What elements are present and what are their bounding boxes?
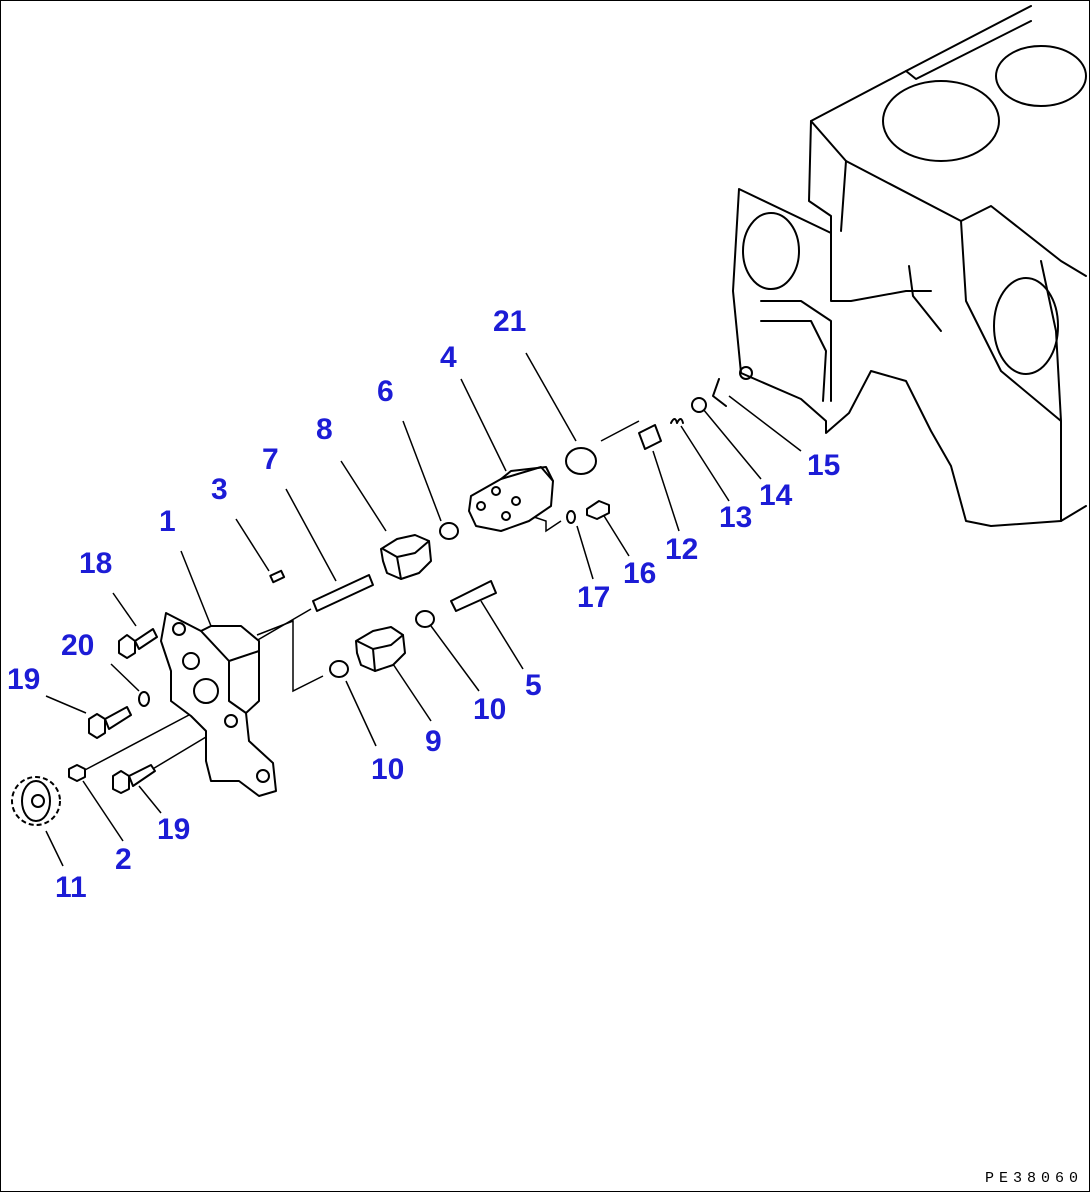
plug-part-16 bbox=[586, 500, 610, 520]
o-ring-part-21 bbox=[565, 447, 597, 475]
leader-lines bbox=[45, 352, 802, 867]
washer-part-14 bbox=[691, 397, 707, 413]
callout-13: 13 bbox=[719, 501, 753, 534]
callout-8: 8 bbox=[316, 413, 333, 446]
cover-part-4 bbox=[468, 466, 554, 532]
pump-body-part-1 bbox=[160, 612, 277, 797]
callout-17: 17 bbox=[577, 581, 611, 614]
callout-19-lower: 19 bbox=[157, 813, 191, 846]
bolt-part-19-lower bbox=[112, 764, 156, 794]
sprocket-part-11 bbox=[11, 776, 61, 826]
callout-2: 2 bbox=[115, 843, 132, 876]
callout-4: 4 bbox=[440, 341, 457, 374]
callout-20: 20 bbox=[61, 629, 95, 662]
callout-3: 3 bbox=[211, 473, 228, 506]
bushing-part-10-left bbox=[329, 660, 349, 678]
bushing-part-6 bbox=[439, 522, 459, 540]
callout-9: 9 bbox=[425, 725, 442, 758]
bolt-part-19-upper bbox=[88, 706, 132, 739]
shaft-part-5 bbox=[450, 580, 497, 612]
valve-part-12 bbox=[638, 424, 662, 450]
callout-11: 11 bbox=[55, 871, 87, 904]
pin-part-3 bbox=[269, 569, 286, 584]
washer-part-20 bbox=[138, 691, 150, 707]
callout-10-right: 10 bbox=[473, 693, 507, 726]
shaft-part-7 bbox=[312, 574, 374, 612]
engine-block bbox=[732, 5, 1087, 527]
drawing-code: PE38060 bbox=[984, 1170, 1083, 1187]
callout-15: 15 bbox=[807, 449, 841, 482]
callout-6: 6 bbox=[377, 375, 394, 408]
callout-21: 21 bbox=[493, 305, 527, 338]
callout-12: 12 bbox=[665, 533, 699, 566]
gear-part-8 bbox=[380, 534, 432, 580]
callout-7: 7 bbox=[262, 443, 279, 476]
callout-1: 1 bbox=[159, 505, 176, 538]
callout-16: 16 bbox=[623, 557, 657, 590]
callout-18: 18 bbox=[79, 547, 113, 580]
nut-part-2 bbox=[68, 764, 86, 782]
pin-part-15 bbox=[712, 378, 727, 407]
spring-part-13 bbox=[670, 418, 684, 424]
callout-14: 14 bbox=[759, 479, 793, 512]
callout-5: 5 bbox=[525, 669, 542, 702]
callout-10-left: 10 bbox=[371, 753, 405, 786]
washer-part-17 bbox=[566, 510, 576, 524]
gear-part-9 bbox=[355, 626, 406, 672]
bolt-part-18 bbox=[118, 628, 158, 659]
callout-19-upper: 19 bbox=[7, 663, 41, 696]
bushing-part-10-right bbox=[415, 610, 435, 628]
